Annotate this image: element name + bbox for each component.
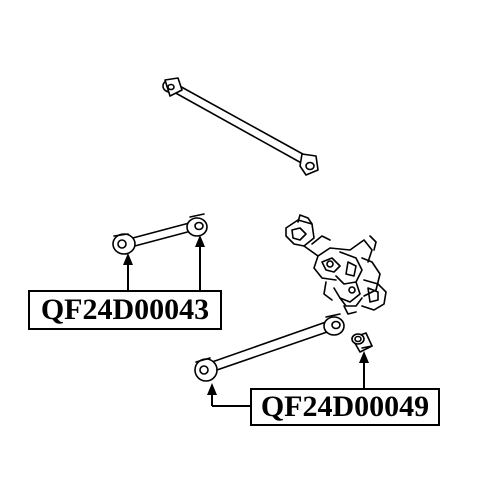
leader-arrow-part-b-right: [359, 351, 369, 388]
upper-lateral-rod: [162, 77, 319, 176]
part-number-label-short-arm: QF24D00043: [28, 290, 222, 330]
short-control-arm: [112, 213, 208, 255]
knuckle-assembly: [285, 214, 387, 315]
leader-arrow-part-a-left: [123, 253, 133, 290]
part-number-label-lower-arm: QF24D00049: [250, 388, 440, 426]
lower-control-arm: [194, 313, 345, 382]
bushing: [351, 332, 373, 353]
leader-arrow-part-a-right: [195, 235, 205, 290]
leader-arrow-part-b-left: [207, 383, 250, 407]
